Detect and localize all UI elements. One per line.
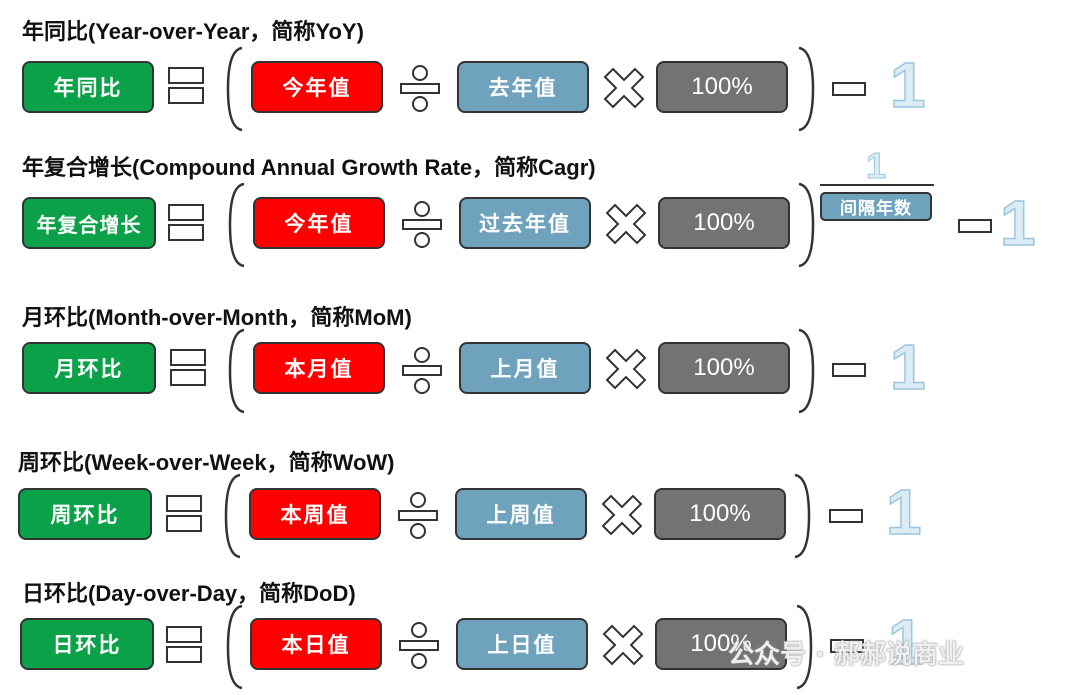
right-paren-icon xyxy=(798,182,815,268)
minus-icon xyxy=(830,639,864,653)
equals-icon xyxy=(168,67,204,104)
equals-icon xyxy=(168,204,204,241)
divide-icon xyxy=(399,622,439,669)
section-title-cagr: 年复合增长(Compound Annual Growth Rate，简称Cagr… xyxy=(22,155,596,180)
divide-icon xyxy=(402,201,442,248)
section-title-mom: 月环比(Month-over-Month，简称MoM) xyxy=(22,305,412,330)
multiplier-box-cagr: 100% xyxy=(658,197,790,249)
previous-value-box-mom: 上月值 xyxy=(459,342,591,394)
constant-one-yoy: 1 xyxy=(889,49,926,121)
constant-one-wow: 1 xyxy=(885,476,922,548)
metric-box-cagr: 年复合增长 xyxy=(22,197,156,249)
divide-icon xyxy=(400,65,440,112)
equals-icon xyxy=(166,495,202,532)
left-paren-icon xyxy=(228,182,245,268)
section-title-yoy: 年同比(Year-over-Year，简称YoY) xyxy=(22,19,364,44)
right-paren-icon xyxy=(798,328,815,414)
current-value-box-cagr: 今年值 xyxy=(253,197,385,249)
divide-icon xyxy=(398,492,438,539)
divide-icon xyxy=(402,347,442,394)
right-paren-icon xyxy=(796,604,813,690)
previous-value-box-dod: 上日值 xyxy=(456,618,588,670)
constant-one-dod: 1 xyxy=(887,606,924,678)
left-paren-icon xyxy=(226,604,243,690)
watermark-text: 公众号 · 郝郝说商业 xyxy=(728,640,964,670)
exponent-numerator: 1 xyxy=(865,145,887,186)
constant-one-cagr: 1 xyxy=(999,187,1036,259)
multiplier-box-dod: 100% xyxy=(655,618,787,670)
previous-value-box-cagr: 过去年值 xyxy=(459,197,591,249)
multiply-icon xyxy=(603,67,645,109)
current-value-box-dod: 本日值 xyxy=(250,618,382,670)
left-paren-icon xyxy=(224,473,241,559)
multiply-icon xyxy=(601,494,643,536)
constant-one-mom: 1 xyxy=(889,331,926,403)
minus-icon xyxy=(829,509,863,523)
current-value-box-mom: 本月值 xyxy=(253,342,385,394)
minus-icon xyxy=(958,219,992,233)
multiplier-box-mom: 100% xyxy=(658,342,790,394)
multiply-icon xyxy=(605,203,647,245)
multiplier-box-wow: 100% xyxy=(654,488,786,540)
minus-icon xyxy=(832,363,866,377)
current-value-box-yoy: 今年值 xyxy=(251,61,383,113)
equals-icon xyxy=(170,349,206,386)
left-paren-icon xyxy=(228,328,245,414)
minus-icon xyxy=(832,82,866,96)
exponent-fraction-bar xyxy=(820,184,934,186)
metric-box-dod: 日环比 xyxy=(20,618,154,670)
right-paren-icon xyxy=(798,46,815,132)
right-paren-icon xyxy=(794,473,811,559)
equals-icon xyxy=(166,626,202,663)
multiply-icon xyxy=(605,348,647,390)
current-value-box-wow: 本周值 xyxy=(249,488,381,540)
section-title-dod: 日环比(Day-over-Day，简称DoD) xyxy=(22,581,356,606)
metric-box-yoy: 年同比 xyxy=(22,61,154,113)
section-title-wow: 周环比(Week-over-Week，简称WoW) xyxy=(18,450,395,475)
metric-box-wow: 周环比 xyxy=(18,488,152,540)
multiplier-box-yoy: 100% xyxy=(656,61,788,113)
previous-value-box-yoy: 去年值 xyxy=(457,61,589,113)
exponent-denominator-box: 间隔年数 xyxy=(820,192,932,221)
left-paren-icon xyxy=(226,46,243,132)
previous-value-box-wow: 上周值 xyxy=(455,488,587,540)
metric-box-mom: 月环比 xyxy=(22,342,156,394)
multiply-icon xyxy=(602,624,644,666)
